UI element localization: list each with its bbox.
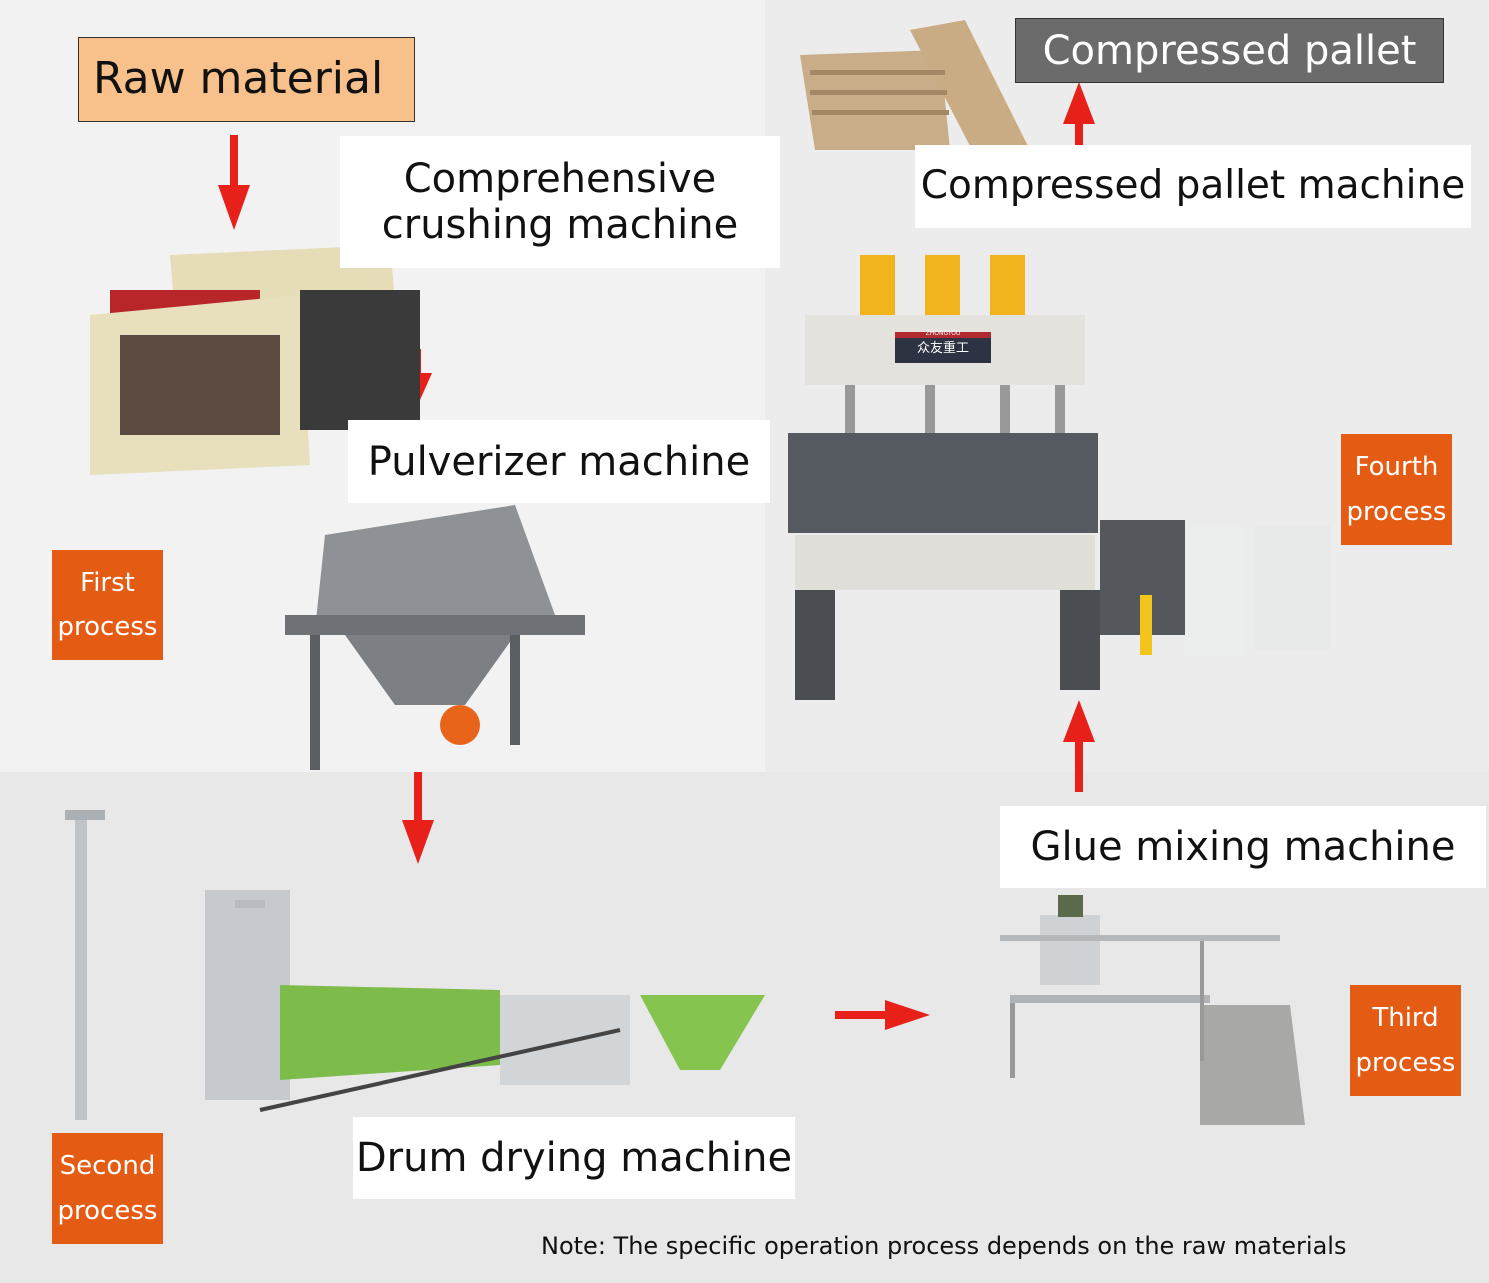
label-drum-drying-machine: Drum drying machine <box>353 1117 795 1199</box>
label-crushing-machine: Comprehensive crushing machine <box>340 136 780 268</box>
machine-logo-plate: ZHONGYOU 众友重工 <box>895 330 991 363</box>
arrow-pulverizer-to-drum <box>402 772 434 864</box>
label-pulverizer-machine: Pulverizer machine <box>348 420 770 503</box>
drum-dryer-image <box>65 810 765 1120</box>
logo-brand: ZHONGYOU <box>925 330 961 337</box>
second-process-badge: Second process <box>52 1133 163 1244</box>
raw-material-box: Raw material <box>78 37 415 122</box>
arrow-drum-to-glue <box>835 1000 930 1030</box>
fourth-process-badge: Fourth process <box>1341 434 1452 545</box>
label-compressed-pallet-machine: Compressed pallet machine <box>915 145 1471 228</box>
first-process-badge: First process <box>52 550 163 660</box>
glue-mixing-machine-image <box>1000 895 1305 1125</box>
note-text: Note: The specific operation process dep… <box>541 1232 1347 1260</box>
arrow-glue-to-press <box>1063 700 1095 792</box>
label-glue-mixing-machine: Glue mixing machine <box>1000 806 1486 888</box>
logo-chinese: 众友重工 <box>916 341 969 356</box>
compressed-pallet-image <box>800 20 1030 175</box>
pallet-press-machine-image <box>788 255 1330 700</box>
pulverizer-machine-image <box>285 505 585 770</box>
label-compressed-pallet: Compressed pallet <box>1015 18 1444 83</box>
arrow-raw-to-crusher <box>218 135 250 230</box>
crushing-machine-image <box>90 245 420 475</box>
third-process-badge: Third process <box>1350 985 1461 1096</box>
